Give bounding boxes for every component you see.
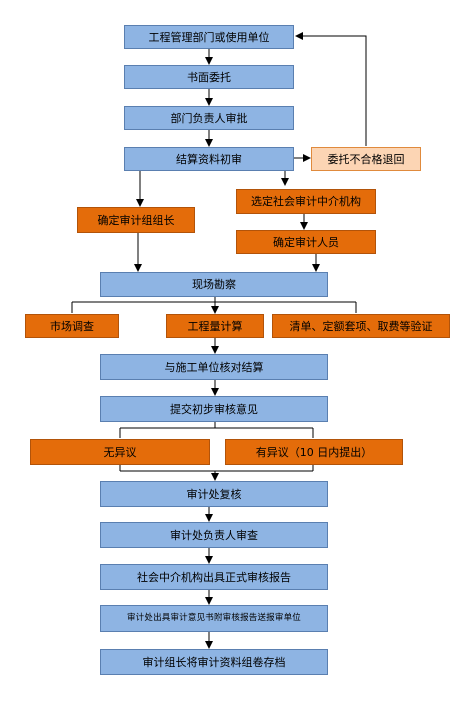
node-formal-audit-report: 社会中介机构出具正式审核报告 (100, 564, 328, 590)
edge-reject-n1 (295, 32, 367, 146)
node-select-audit-agency: 选定社会审计中介机构 (236, 189, 376, 214)
node-written-commission: 书面委托 (124, 65, 294, 89)
node-engineering-dept: 工程管理部门或使用单位 (124, 25, 294, 49)
node-audit-office-recheck: 审计处复核 (100, 481, 328, 507)
node-assign-auditors: 确定审计人员 (236, 230, 376, 254)
node-site-survey: 现场勘察 (100, 272, 328, 297)
node-no-objection: 无异议 (30, 439, 210, 465)
node-quantity-calculation: 工程量计算 (166, 314, 264, 338)
node-reject-return: 委托不合格退回 (311, 147, 421, 171)
node-market-research: 市场调查 (25, 314, 119, 338)
node-list-quota-verification: 清单、定额套项、取费等验证 (272, 314, 450, 338)
node-audit-head-review: 审计处负责人审查 (100, 522, 328, 548)
node-assign-team-leader: 确定审计组组长 (77, 207, 195, 233)
node-initial-review: 结算资料初审 (124, 147, 294, 171)
node-objection-10-days: 有异议（10 日内提出） (225, 439, 403, 465)
node-archive-audit-files: 审计组长将审计资料组卷存档 (100, 649, 328, 675)
node-dept-head-approval: 部门负责人审批 (124, 106, 294, 130)
node-submit-preliminary-opinion: 提交初步审核意见 (100, 396, 328, 422)
node-verify-with-contractor: 与施工单位核对结算 (100, 354, 328, 380)
node-issue-audit-opinion: 审计处出具审计意见书附审核报告送报审单位 (100, 605, 328, 632)
